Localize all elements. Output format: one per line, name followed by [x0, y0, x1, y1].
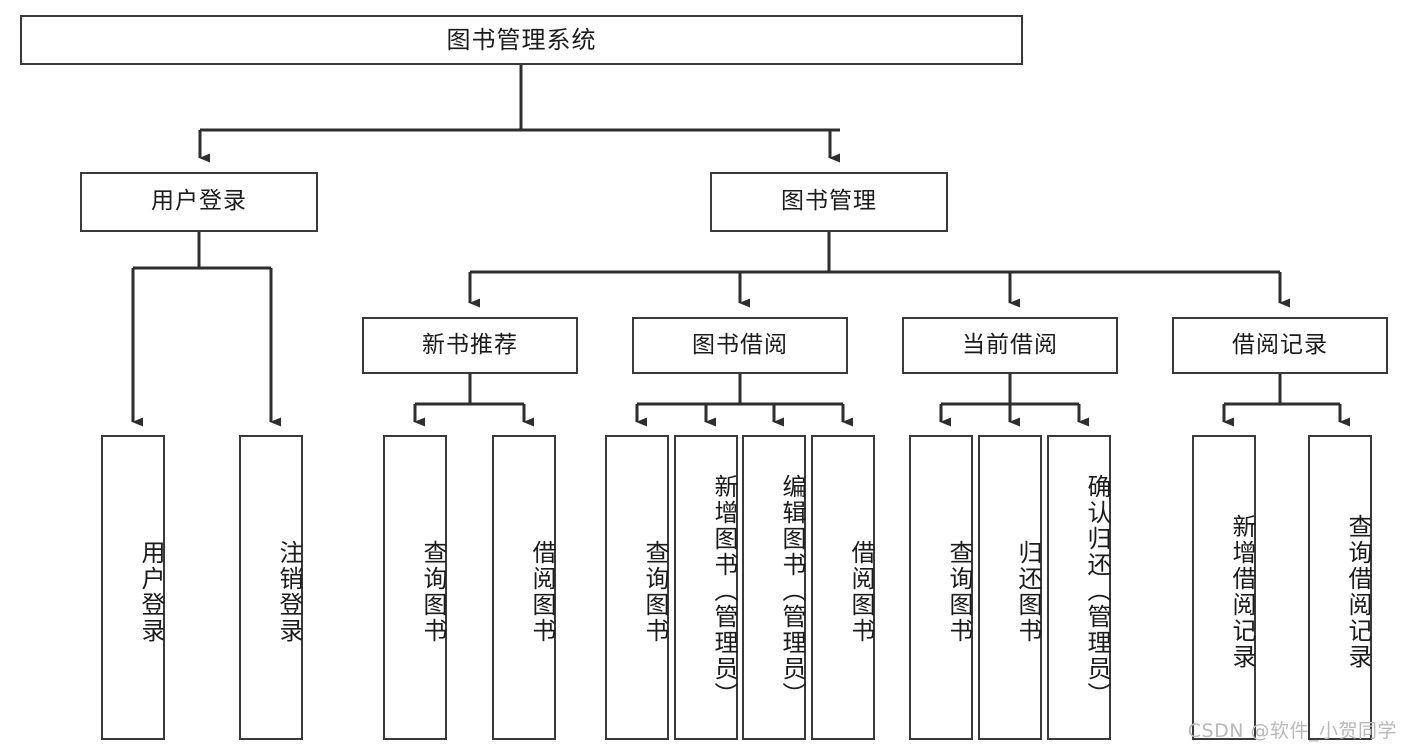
node-leaf-query-book-3[interactable]: 查询图书: [909, 435, 973, 740]
node-leaf-return-book-label: 归还图书: [1014, 539, 1042, 644]
node-leaf-logout[interactable]: 注销登录: [239, 435, 303, 740]
node-leaf-user-login[interactable]: 用户登录: [101, 435, 165, 740]
node-current-borrow-label: 当前借阅: [962, 331, 1058, 358]
node-leaf-user-login-label: 用户登录: [137, 539, 165, 644]
node-new-book-recommend-label: 新书推荐: [422, 331, 518, 358]
node-leaf-add-book-label: 新增图书（管理员）: [710, 473, 738, 708]
node-leaf-query-book-3-label: 查询图书: [945, 539, 973, 644]
node-leaf-add-record-label: 新增借阅记录: [1228, 513, 1256, 670]
node-leaf-add-book[interactable]: 新增图书（管理员）: [674, 435, 738, 740]
node-borrow-record[interactable]: 借阅记录: [1172, 317, 1388, 374]
node-book-manage-label: 图书管理: [781, 188, 877, 215]
node-user-login[interactable]: 用户登录: [80, 172, 318, 232]
node-leaf-query-book-2-label: 查询图书: [641, 539, 669, 644]
node-leaf-add-record[interactable]: 新增借阅记录: [1192, 435, 1256, 740]
node-leaf-edit-book[interactable]: 编辑图书（管理员）: [742, 435, 806, 740]
node-book-borrow-label: 图书借阅: [692, 331, 788, 358]
node-leaf-borrow-book-1[interactable]: 借阅图书: [492, 435, 556, 740]
node-leaf-borrow-book-2[interactable]: 借阅图书: [811, 435, 875, 740]
node-leaf-query-book-2[interactable]: 查询图书: [605, 435, 669, 740]
node-leaf-confirm-return-label: 确认归还（管理员）: [1083, 473, 1111, 708]
node-root[interactable]: 图书管理系统: [20, 15, 1023, 65]
node-root-label: 图书管理系统: [446, 25, 597, 54]
node-leaf-query-book-1-label: 查询图书: [419, 539, 447, 644]
node-leaf-logout-label: 注销登录: [275, 539, 303, 644]
node-leaf-confirm-return[interactable]: 确认归还（管理员）: [1047, 435, 1111, 740]
node-borrow-record-label: 借阅记录: [1232, 331, 1328, 358]
node-leaf-query-record-label: 查询借阅记录: [1344, 513, 1372, 670]
node-book-manage[interactable]: 图书管理: [710, 172, 948, 232]
node-current-borrow[interactable]: 当前借阅: [902, 317, 1118, 374]
node-leaf-query-book-1[interactable]: 查询图书: [383, 435, 447, 740]
node-user-login-label: 用户登录: [151, 188, 247, 215]
csdn-watermark: CSDN @软件_小贺同学: [1187, 720, 1397, 742]
node-leaf-borrow-book-2-label: 借阅图书: [847, 539, 875, 644]
node-leaf-borrow-book-1-label: 借阅图书: [528, 539, 556, 644]
node-new-book-recommend[interactable]: 新书推荐: [362, 317, 578, 374]
node-book-borrow[interactable]: 图书借阅: [632, 317, 848, 374]
node-leaf-edit-book-label: 编辑图书（管理员）: [778, 473, 806, 708]
node-leaf-return-book[interactable]: 归还图书: [978, 435, 1042, 740]
node-leaf-query-record[interactable]: 查询借阅记录: [1308, 435, 1372, 740]
